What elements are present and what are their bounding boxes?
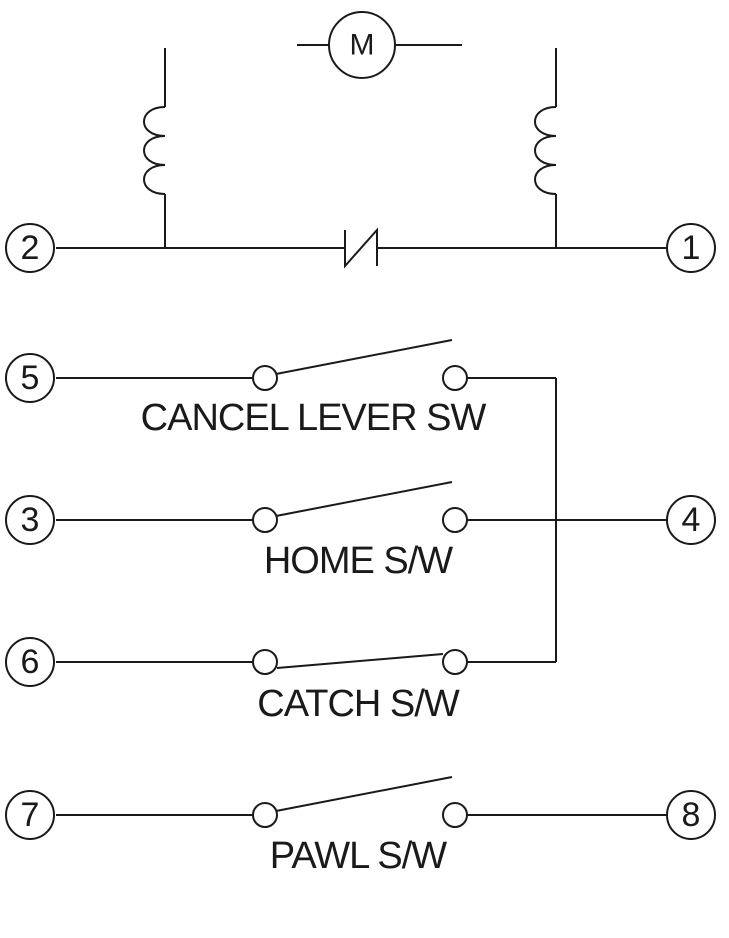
switch-blade (275, 339, 453, 375)
switch-contact (252, 802, 278, 828)
terminal-5: 5 (5, 353, 55, 403)
switch-blade (275, 776, 453, 812)
terminal-6: 6 (5, 637, 55, 687)
terminal-2: 2 (5, 223, 55, 273)
left-coil-winding (143, 106, 166, 195)
svg-text:7: 7 (21, 796, 40, 834)
terminal-8: 8 (666, 790, 716, 840)
svg-text:6: 6 (21, 643, 40, 681)
switch-contact (252, 507, 278, 533)
pawl-switch (56, 776, 667, 828)
home-switch (56, 481, 667, 533)
motor: M (297, 11, 462, 79)
right-coil (534, 48, 557, 248)
terminal-4: 4 (666, 495, 716, 545)
catch-switch (56, 649, 556, 675)
catch-switch-label: CATCH S/W (257, 683, 460, 725)
terminal-3: 3 (5, 495, 55, 545)
switch-blade (276, 653, 444, 669)
terminal-1: 1 (666, 223, 716, 273)
switch-contact (442, 802, 468, 828)
n-symbol (344, 227, 378, 269)
left-coil (143, 48, 166, 248)
cancel-lever-switch-label: CANCEL LEVER SW (141, 397, 487, 439)
switch-contact (252, 649, 278, 675)
svg-text:5: 5 (21, 359, 40, 397)
coil-bus (56, 227, 667, 269)
switch-contact (442, 649, 468, 675)
svg-text:8: 8 (682, 796, 701, 834)
svg-text:3: 3 (21, 501, 40, 539)
svg-text:4: 4 (682, 501, 701, 539)
switch-contact (252, 365, 278, 391)
motor-symbol (328, 11, 396, 79)
svg-text:1: 1 (682, 229, 701, 267)
svg-text:2: 2 (21, 229, 40, 267)
switch-contact (442, 507, 468, 533)
cancel-lever-switch (56, 339, 556, 391)
right-coil-winding (534, 106, 557, 195)
home-switch-label: HOME S/W (264, 540, 453, 582)
terminal-7: 7 (5, 790, 55, 840)
switch-blade (275, 481, 453, 517)
pawl-switch-label: PAWL S/W (270, 835, 448, 877)
motor-label: M (350, 29, 375, 62)
switch-contact (442, 365, 468, 391)
